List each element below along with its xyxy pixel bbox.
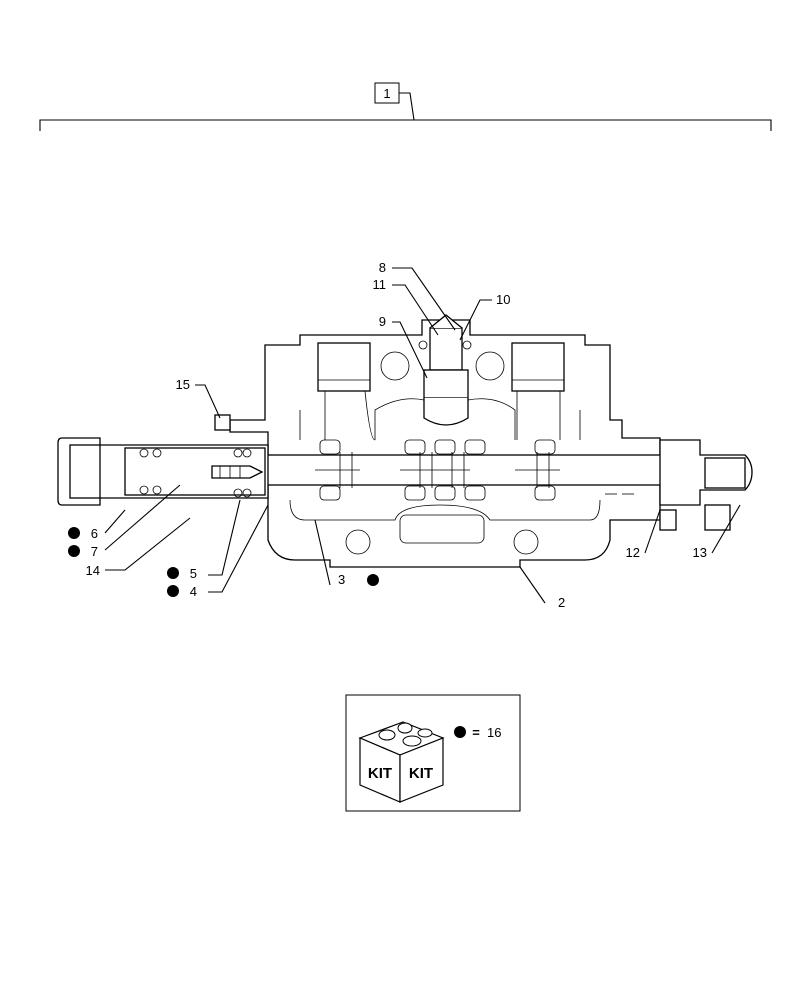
callout-13: 13 [693, 545, 707, 560]
callouts: 8 11 10 9 15 6 7 14 5 4 3 2 12 13 [68, 260, 707, 610]
callout-3: 3 [338, 572, 345, 587]
kit-marker-icon [68, 527, 80, 539]
leader-lines [104, 267, 741, 604]
assembly-label: 1 [383, 86, 390, 101]
kit-equals: = [472, 725, 480, 740]
kit-legend: KIT KIT = 16 [345, 694, 521, 812]
kit-box-text-left: KIT [368, 765, 392, 782]
callout-14: 14 [86, 563, 100, 578]
callout-2: 2 [558, 595, 565, 610]
kit-box-text-right: KIT [409, 765, 433, 782]
kit-marker-icon [167, 585, 179, 597]
callout-10: 10 [496, 292, 510, 307]
callout-4: 4 [190, 584, 197, 599]
callout-9: 9 [379, 314, 386, 329]
callout-11: 11 [373, 277, 387, 292]
callout-5: 5 [190, 566, 197, 581]
callout-7: 7 [91, 544, 98, 559]
kit-marker-icon [367, 574, 379, 586]
callout-12: 12 [626, 545, 640, 560]
callout-15: 15 [176, 377, 190, 392]
kit-marker-icon [454, 726, 466, 738]
kit-box-icon: KIT KIT [358, 721, 445, 803]
valve-body [57, 314, 753, 568]
kit-marker-icon [68, 545, 80, 557]
callout-8: 8 [379, 260, 386, 275]
kit-number: 16 [487, 725, 501, 740]
callout-6: 6 [91, 526, 98, 541]
kit-marker-icon [167, 567, 179, 579]
assembly-bracket: 1 [39, 82, 772, 131]
